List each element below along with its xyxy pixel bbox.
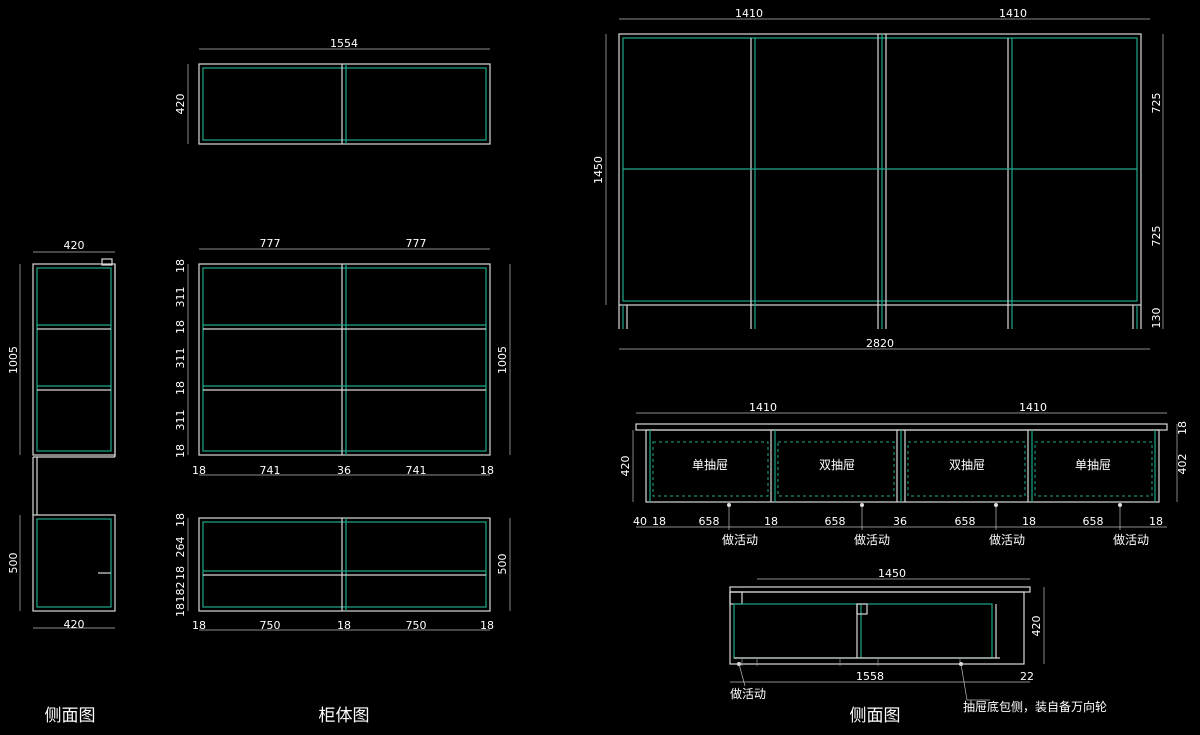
drawer-bottom-dim-2: 18 (652, 515, 666, 528)
side-right-bottom-dim: 1558 (856, 670, 884, 683)
upper-left-dim-6: 311 (174, 410, 187, 431)
drawer-note-4: 做活动 (1113, 532, 1149, 547)
drawer-label-1: 单抽屉 (692, 458, 728, 472)
side-right-offset-dim: 22 (1020, 670, 1034, 683)
side-right-top-dim: 1450 (878, 567, 906, 580)
wall-cabinet-height: 420 (174, 94, 187, 115)
frame-right-dim-2: 725 (1150, 226, 1163, 247)
frame-right-dim-3: 130 (1150, 308, 1163, 329)
side-left-height-upper: 1005 (7, 346, 20, 374)
drawer-right-dim-1: 18 (1176, 421, 1189, 435)
lower-bottom-dim-2: 750 (260, 619, 281, 632)
drawer-left-dim: 420 (619, 456, 632, 477)
upper-left-dim-7: 18 (174, 444, 187, 458)
side-right-note-left: 做活动 (730, 686, 766, 701)
title-side-left: 侧面图 (45, 706, 96, 726)
frame-top-dim-2: 1410 (999, 7, 1027, 20)
drawer-bottom-dim-3: 658 (699, 515, 720, 528)
drawer-bottom-dim-5: 658 (825, 515, 846, 528)
drawer-bottom-dim-8: 18 (1022, 515, 1036, 528)
side-view-left: 420 1005 500 420 侧面图 (7, 239, 116, 726)
drawer-note-3: 做活动 (989, 532, 1025, 547)
upper-right-dim: 1005 (496, 346, 509, 374)
lower-bottom-dim-1: 18 (192, 619, 206, 632)
upper-left-dim-5: 18 (174, 381, 187, 395)
side-right-note-right: 抽屉底包侧，装自备万向轮 (963, 699, 1107, 714)
side-left-bottom-width: 420 (64, 618, 85, 631)
drawer-bottom-dim-4: 18 (764, 515, 778, 528)
lower-left-dim-2: 264 (174, 537, 187, 558)
drawer-elevation: 1410 1410 420 18 402 单抽屉 双抽屉 双抽屉 单抽屉 40 … (619, 401, 1189, 547)
large-frame: 1410 1410 1450 725 725 130 2820 (592, 7, 1164, 350)
upper-left-dim-2: 311 (174, 287, 187, 308)
drawer-bottom-dim-10: 18 (1149, 515, 1163, 528)
upper-bottom-dim-4: 741 (406, 464, 427, 477)
upper-left-dim-4: 311 (174, 348, 187, 369)
lower-left-dim-3: 18 (174, 566, 187, 580)
lower-right-dim: 500 (496, 554, 509, 575)
drawer-label-2: 双抽屉 (819, 458, 855, 472)
frame-top-dim-1: 1410 (735, 7, 763, 20)
lower-bottom-dim-5: 18 (480, 619, 494, 632)
lower-left-dim-5: 18 (174, 603, 187, 617)
wall-cabinet: 1554 420 (174, 37, 491, 145)
upper-bottom-dim-2: 741 (260, 464, 281, 477)
drawer-label-4: 单抽屉 (1075, 458, 1111, 472)
upper-bottom-dim-5: 18 (480, 464, 494, 477)
lower-left-dim-1: 18 (174, 513, 187, 527)
drawer-label-3: 双抽屉 (949, 458, 985, 472)
title-cabinet: 柜体图 (319, 706, 370, 726)
drawer-right-dim-2: 402 (1176, 454, 1189, 475)
drawer-note-1: 做活动 (722, 532, 758, 547)
frame-right-dim-1: 725 (1150, 93, 1163, 114)
side-view-right: 1450 420 1558 22 做活动 抽屉底包侧，装自备万向轮 侧面图 (729, 567, 1107, 726)
upper-left-dim-3: 18 (174, 320, 187, 334)
upper-top-dim-1: 777 (260, 237, 281, 250)
upper-bottom-dim-3: 36 (337, 464, 351, 477)
title-side-right: 侧面图 (850, 706, 901, 726)
lower-left-dim-4: 182 (174, 582, 187, 603)
lower-bottom-dim-4: 750 (406, 619, 427, 632)
frame-bottom-dim: 2820 (866, 337, 894, 350)
lower-cabinet: 18 264 18 182 18 500 18 750 18 750 18 柜体… (174, 513, 511, 726)
frame-left-dim: 1450 (592, 156, 605, 184)
side-right-right-dim: 420 (1030, 616, 1043, 637)
drawer-bottom-dim-9: 658 (1083, 515, 1104, 528)
upper-cabinet: 777 777 18 311 18 311 18 311 18 1005 18 … (174, 237, 511, 477)
drawer-bottom-dim-1: 40 (633, 515, 647, 528)
drawer-bottom-dim-7: 658 (955, 515, 976, 528)
lower-bottom-dim-3: 18 (337, 619, 351, 632)
upper-bottom-dim-1: 18 (192, 464, 206, 477)
drawer-note-2: 做活动 (854, 532, 890, 547)
drawer-bottom-dim-6: 36 (893, 515, 907, 528)
drawer-top-dim-2: 1410 (1019, 401, 1047, 414)
drawer-top-dim-1: 1410 (749, 401, 777, 414)
side-left-top-width: 420 (64, 239, 85, 252)
upper-top-dim-2: 777 (406, 237, 427, 250)
wall-cabinet-width: 1554 (330, 37, 358, 50)
upper-left-dim-1: 18 (174, 259, 187, 273)
side-left-height-lower: 500 (7, 553, 20, 574)
